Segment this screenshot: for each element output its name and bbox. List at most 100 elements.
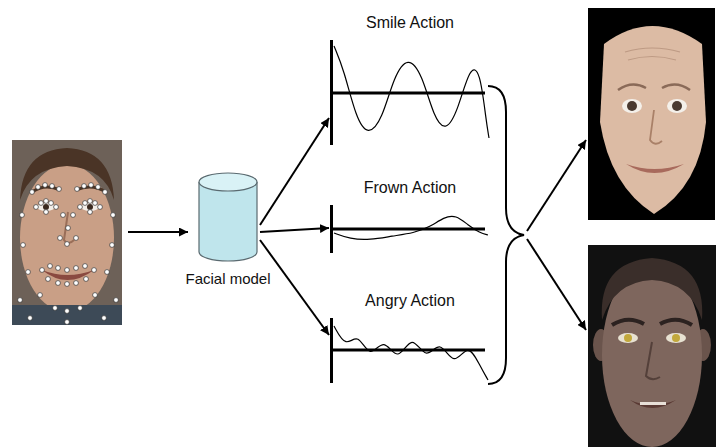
landmark-dot xyxy=(26,270,31,275)
landmark-dot xyxy=(66,226,71,231)
plot-title: Frown Action xyxy=(364,179,456,197)
flow-arrow xyxy=(260,118,329,225)
landmark-dot xyxy=(48,264,53,269)
landmark-dot xyxy=(96,185,101,190)
landmark-dot xyxy=(57,187,62,192)
photo-hair xyxy=(20,148,114,200)
plot-axis-horizontal xyxy=(330,349,485,352)
render-background xyxy=(588,245,716,447)
landmark-dot xyxy=(50,184,55,189)
photo-brow xyxy=(32,187,106,192)
photo-face xyxy=(20,164,114,312)
landmark-dot xyxy=(53,306,58,311)
cylinder-top xyxy=(199,173,257,191)
landmark-dots xyxy=(18,183,119,325)
landmark-dot xyxy=(44,210,49,215)
action-plot: Smile Action xyxy=(330,40,490,145)
landmark-dot xyxy=(102,316,107,321)
landmark-dot xyxy=(18,298,23,303)
render-mouth xyxy=(626,164,684,173)
action-plot: Frown Action xyxy=(330,205,490,253)
landmark-dot xyxy=(36,185,41,190)
landmark-dot xyxy=(83,264,88,269)
landmark-dot xyxy=(38,293,43,298)
landmark-dot xyxy=(56,266,61,271)
landmark-dot xyxy=(43,183,48,188)
landmark-dot xyxy=(21,243,26,248)
photo-background xyxy=(12,140,122,325)
landmark-dot xyxy=(88,199,93,204)
avatar-eye xyxy=(666,333,686,343)
plot-shape xyxy=(330,40,490,145)
rendered-avatar xyxy=(588,245,716,447)
landmark-dot xyxy=(44,199,49,204)
plot-shape xyxy=(330,205,490,253)
flow-arrow xyxy=(260,240,329,335)
render-nose xyxy=(650,110,662,144)
avatar-iris xyxy=(672,334,680,342)
landmark-dot xyxy=(89,183,94,188)
landmark-dot xyxy=(28,316,33,321)
model-cylinder: Facial model xyxy=(198,172,258,262)
landmark-dot xyxy=(74,266,79,271)
model-label: Facial model xyxy=(185,270,270,287)
landmark-dot xyxy=(88,210,93,215)
action-curve xyxy=(334,216,488,239)
render-forehead-lines xyxy=(625,48,680,60)
plot-title: Smile Action xyxy=(366,14,454,32)
output-arrow xyxy=(527,140,586,231)
render-face-mask xyxy=(600,26,706,214)
landmark-dot xyxy=(34,205,39,210)
photo-iris xyxy=(43,204,49,210)
input-arrow xyxy=(128,231,188,233)
landmark-dot xyxy=(30,190,35,195)
curly-brace xyxy=(488,86,524,384)
landmark-dot xyxy=(39,201,44,206)
landmark-dot xyxy=(40,268,45,273)
avatar-mouth xyxy=(630,400,676,408)
plot-shape xyxy=(330,318,490,383)
landmark-dot xyxy=(93,293,98,298)
photo-iris xyxy=(87,204,93,210)
render-background xyxy=(588,8,715,220)
render-brow xyxy=(618,84,690,90)
landmark-dot xyxy=(92,268,97,273)
landmark-dot xyxy=(61,213,66,218)
plot-title: Angry Action xyxy=(365,292,455,310)
flow-arrow xyxy=(260,228,329,232)
landmark-dot xyxy=(56,281,61,286)
landmark-dot xyxy=(65,320,70,325)
landmark-dot xyxy=(54,205,59,210)
landmark-dot xyxy=(110,243,115,248)
avatar-iris xyxy=(624,334,632,342)
output-arrow xyxy=(527,239,586,330)
avatar-brow xyxy=(612,320,692,325)
landmark-dot xyxy=(49,201,54,206)
landmark-dot xyxy=(98,205,103,210)
landmark-dot xyxy=(74,236,79,241)
landmark-dot xyxy=(65,242,70,247)
landmark-dot xyxy=(84,277,89,282)
action-curve xyxy=(334,326,488,380)
plot-axis-horizontal xyxy=(330,228,485,231)
render-iris xyxy=(627,101,637,111)
landmark-dot xyxy=(105,270,110,275)
landmark-dot xyxy=(46,277,51,282)
landmark-dot xyxy=(65,282,70,287)
landmark-dot xyxy=(74,281,79,286)
avatar-hair xyxy=(602,258,703,320)
landmark-dot xyxy=(114,298,119,303)
photo-shirt xyxy=(12,305,122,325)
landmark-dot xyxy=(82,184,87,189)
cylinder-body xyxy=(199,182,257,261)
landmark-dot xyxy=(78,306,83,311)
landmark-dot xyxy=(103,190,108,195)
face-photo xyxy=(12,140,122,325)
cylinder-shape xyxy=(198,172,258,262)
action-plot: Angry Action xyxy=(330,318,490,383)
rendered-face xyxy=(588,8,715,220)
landmark-dot xyxy=(78,205,83,210)
